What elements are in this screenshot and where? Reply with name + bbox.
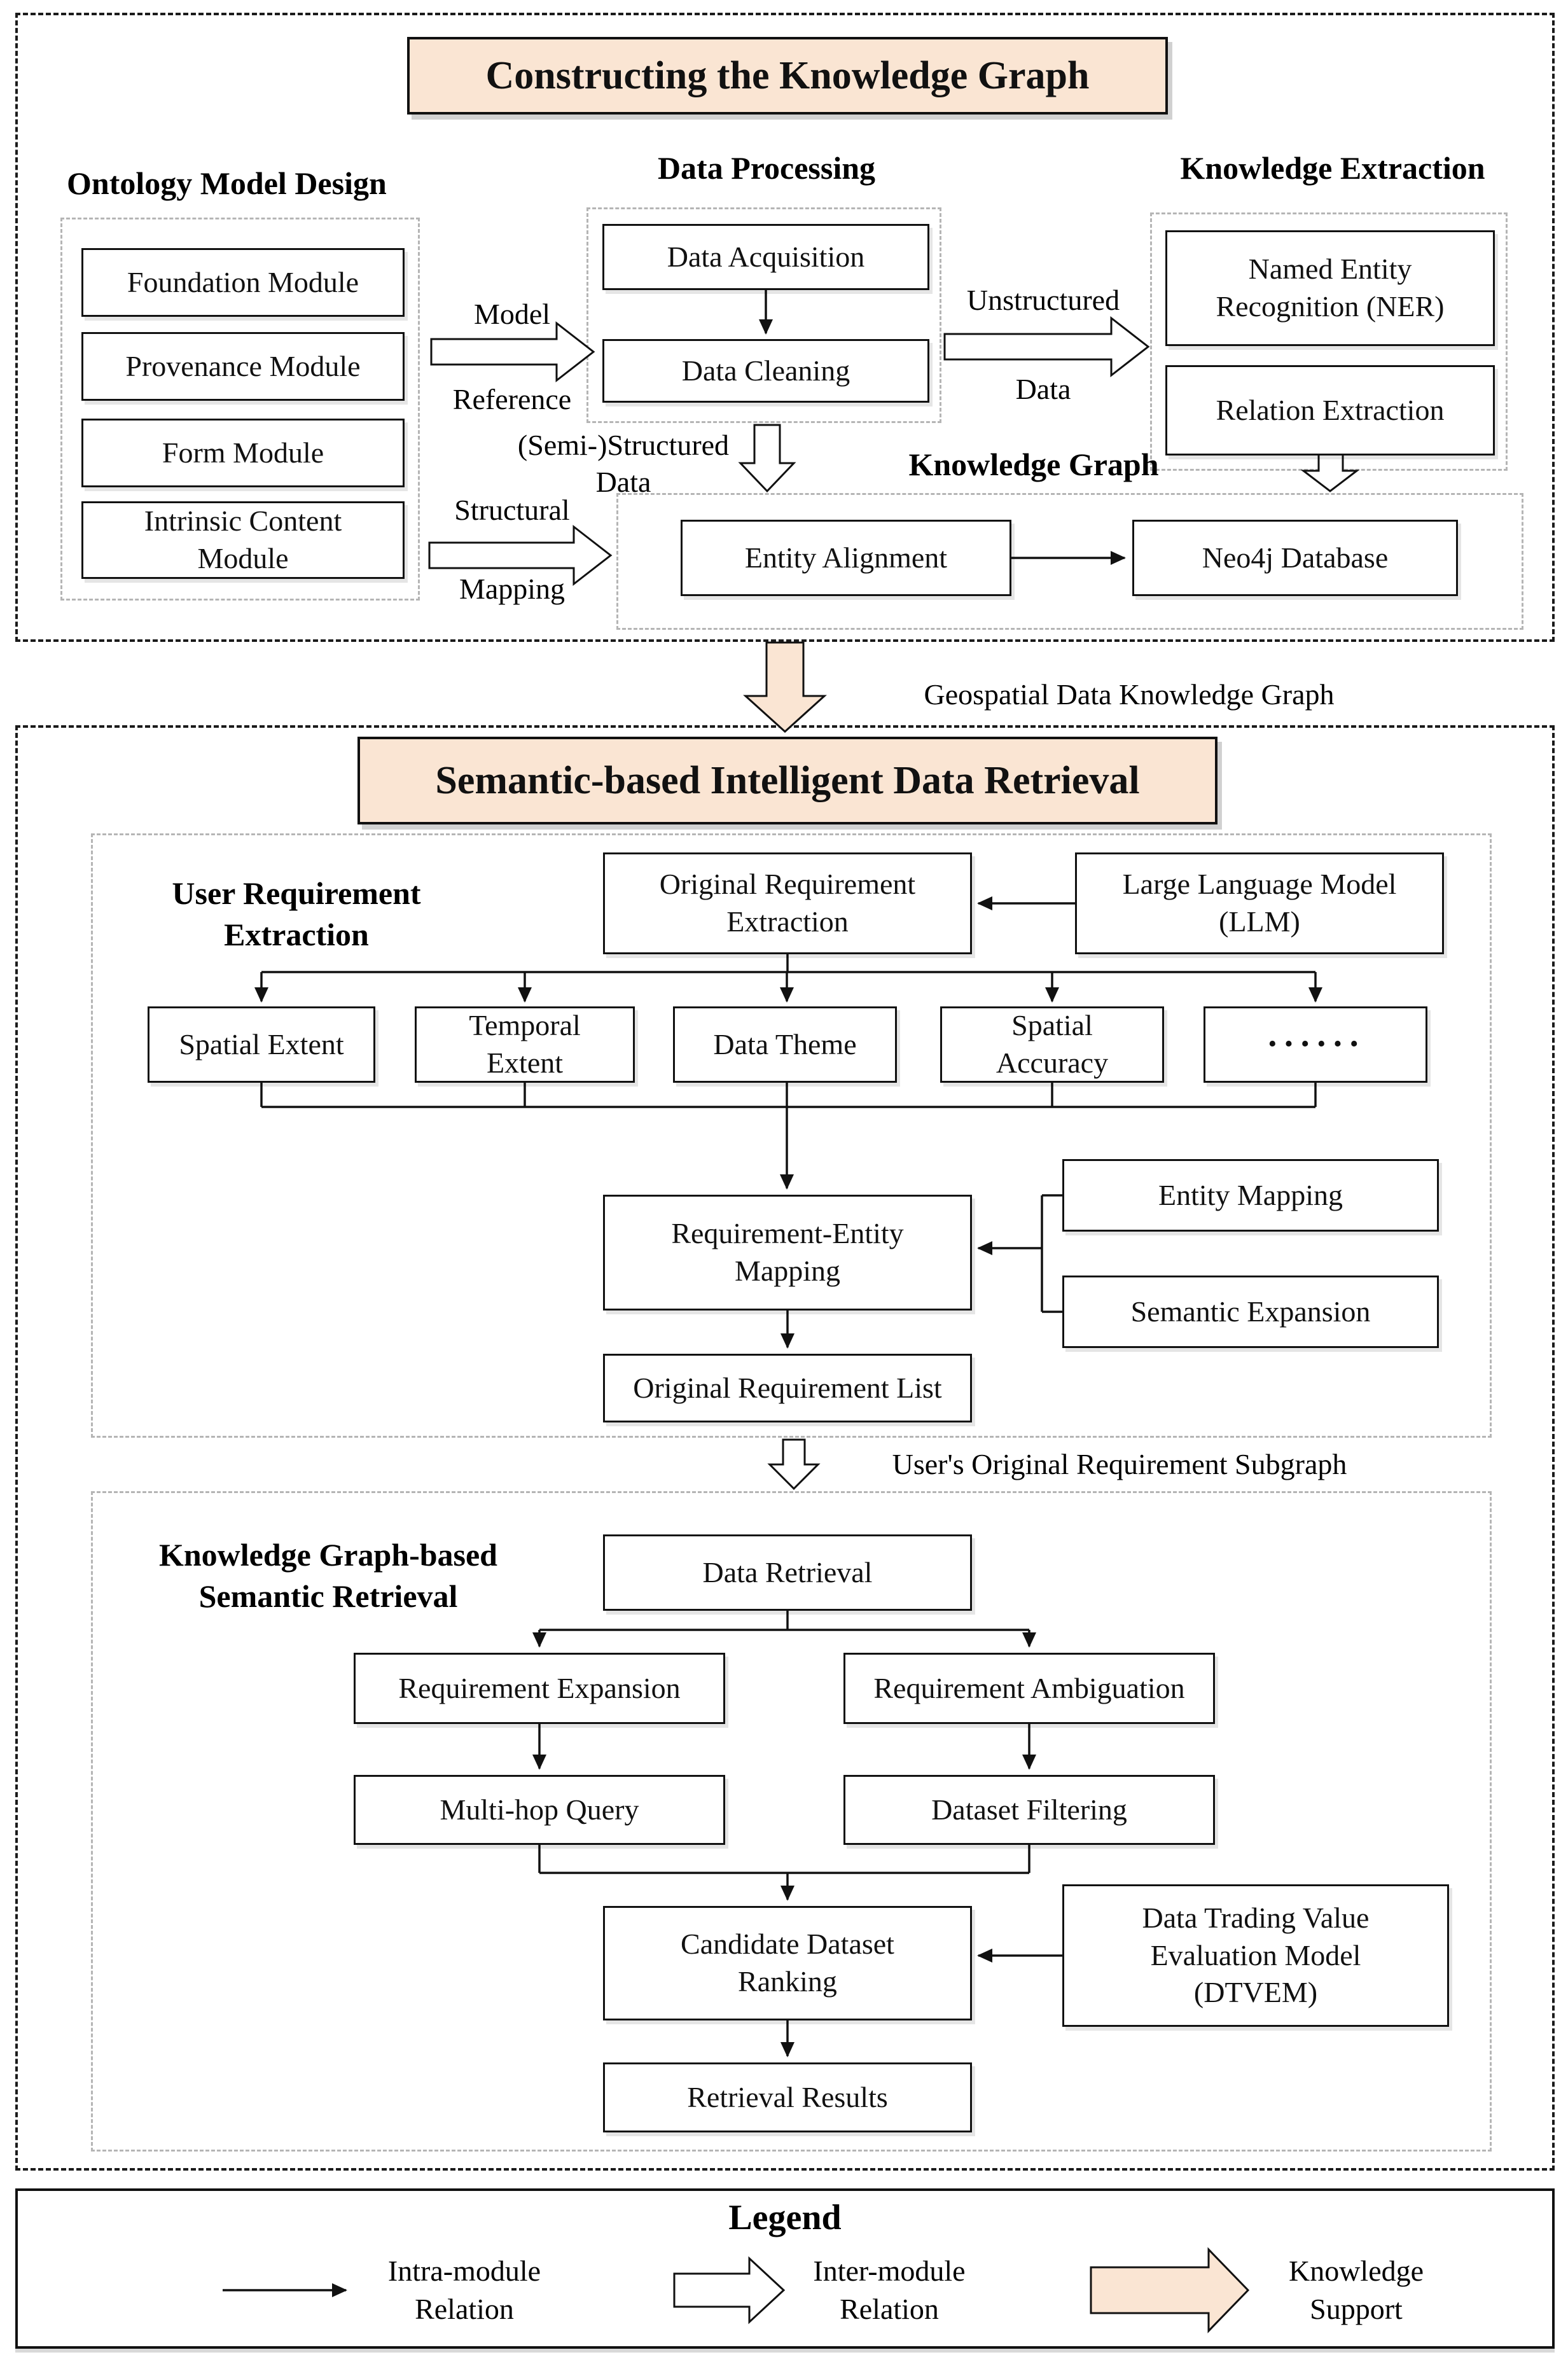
ontology-section-frame: [60, 218, 420, 601]
node-original-requirement-extraction: Original Requirement Extraction: [603, 852, 972, 954]
label-semi-structured-data: Data: [595, 466, 651, 498]
data-processing-section-frame: [586, 207, 941, 423]
node-foundation-module: Foundation Module: [81, 248, 405, 317]
kg-semantic-retrieval-heading: Knowledge Graph-based Semantic Retrieval: [158, 1537, 497, 1614]
node-multi-hop-query: Multi-hop Query: [354, 1775, 725, 1845]
node-neo4j-database: Neo4j Database: [1132, 520, 1458, 596]
legend-label-knowledge-support: Knowledge Support: [1288, 2255, 1424, 2325]
node-provenance-module: Provenance Module: [81, 332, 405, 401]
node-named-entity-recognition: Named Entity Recognition (NER): [1165, 230, 1495, 346]
knowledge-support-arrow-panels: [743, 641, 827, 734]
node-entity-alignment: Entity Alignment: [681, 520, 1011, 596]
data-processing-heading: Data Processing: [657, 150, 876, 186]
node-spatial-accuracy: Spatial Accuracy: [940, 1006, 1164, 1083]
construction-panel-title: Constructing the Knowledge Graph: [407, 37, 1168, 115]
node-entity-mapping: Entity Mapping: [1062, 1159, 1439, 1232]
node-intrinsic-content-module: Intrinsic Content Module: [81, 501, 405, 579]
node-candidate-dataset-ranking: Candidate Dataset Ranking: [603, 1906, 972, 2020]
node-data-cleaning: Data Cleaning: [602, 339, 929, 403]
node-dtvem: Data Trading Value Evaluation Model (DTV…: [1062, 1884, 1449, 2027]
node-temporal-extent: Temporal Extent: [415, 1006, 635, 1083]
knowledge-extraction-heading: Knowledge Extraction: [1180, 150, 1485, 186]
node-original-requirement-list: Original Requirement List: [603, 1354, 972, 1422]
construction-panel-border: [15, 13, 1555, 642]
user-requirement-extraction-heading: User Requirement Extraction: [172, 875, 421, 952]
node-data-theme: Data Theme: [673, 1006, 897, 1083]
node-dataset-filtering: Dataset Filtering: [843, 1775, 1215, 1845]
retrieval-panel-title: Semantic-based Intelligent Data Retrieva…: [357, 737, 1218, 824]
knowledge-graph-heading: Knowledge Graph: [908, 447, 1159, 482]
node-semantic-expansion: Semantic Expansion: [1062, 1276, 1439, 1348]
label-semi-structured: (Semi-)Structured: [517, 429, 730, 461]
node-retrieval-results: Retrieval Results: [603, 2062, 972, 2132]
node-ellipsis-facet: ······: [1204, 1006, 1427, 1083]
node-requirement-entity-mapping: Requirement-Entity Mapping: [603, 1195, 972, 1311]
label-unstructured: Unstructured: [966, 284, 1120, 316]
knowledge-graph-section-frame: [616, 493, 1523, 630]
ontology-heading: Ontology Model Design: [67, 165, 387, 201]
label-structural: Structural: [454, 494, 570, 526]
node-requirement-expansion: Requirement Expansion: [354, 1653, 725, 1724]
node-large-language-model: Large Language Model (LLM): [1075, 852, 1444, 954]
node-requirement-ambiguation: Requirement Ambiguation: [843, 1653, 1215, 1724]
legend-title: Legend: [728, 2198, 842, 2237]
label-users-original-requirement-subgraph: User's Original Requirement Subgraph: [892, 1448, 1347, 1480]
node-spatial-extent: Spatial Extent: [148, 1006, 375, 1083]
label-unstructured-data: Data: [1015, 373, 1071, 405]
label-geospatial-data-knowledge-graph: Geospatial Data Knowledge Graph: [924, 678, 1335, 711]
node-data-acquisition: Data Acquisition: [602, 224, 929, 290]
node-relation-extraction: Relation Extraction: [1165, 365, 1495, 455]
node-data-retrieval: Data Retrieval: [603, 1534, 972, 1611]
label-reference: Reference: [452, 383, 572, 415]
node-form-module: Form Module: [81, 419, 405, 487]
legend-label-intra-module: Intra-module Relation: [387, 2255, 541, 2325]
label-model: Model: [473, 298, 551, 330]
legend-label-inter-module: Inter-module Relation: [813, 2255, 966, 2325]
label-mapping: Mapping: [459, 573, 565, 605]
